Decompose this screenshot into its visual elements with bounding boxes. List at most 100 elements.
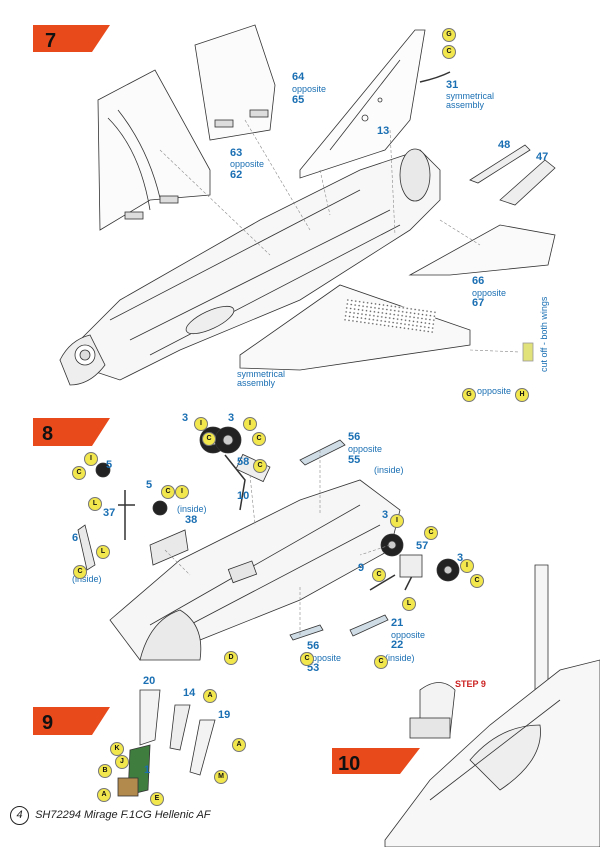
step-9-flag-shape [33,707,110,735]
callout-56a: 56 [348,431,361,443]
callout-37: 37 [103,507,116,519]
callout-3d: 3 [457,552,464,564]
badge-a-27: A [232,738,246,752]
door-56-top [299,439,346,466]
badge-i-11: I [175,485,189,499]
callout-assembly: assembly [237,378,276,388]
main-gear-bay-right [399,554,423,578]
badge-e-31: E [150,792,164,806]
callout-symmetrical: symmetrical [237,369,286,379]
badge-a-26: A [203,689,217,703]
panel-insert [124,211,144,220]
callout-1: 1 [144,764,151,776]
callout-64: 64 [292,71,305,83]
step-9-flag: 9 [33,707,110,735]
step-9-assembly [117,689,216,797]
callout-66: 66 [472,275,485,287]
badge-c-22: C [372,568,386,582]
part-47 [499,159,556,206]
callout-3c: 3 [382,509,389,521]
callout-31-assembly: assembly [446,100,485,110]
fin-10 [534,564,549,691]
step-9-reference-label: STEP 9 [455,679,486,689]
step-9-number: 9 [42,712,53,734]
callout-21: 21 [391,617,404,629]
fuselage [59,149,441,381]
step-8-flag-shape [33,418,110,446]
badge-c-8: C [72,466,86,480]
cut-marker [522,342,534,362]
part-31 [419,71,451,83]
step-7-flag-shape [33,25,110,52]
callout-47: 47 [536,151,549,163]
seat-back-20 [139,689,161,746]
cockpit-10 [469,724,541,791]
badge-c-13: C [73,565,87,579]
callout-inside-4: (inside) [385,653,415,663]
step-10-flag-shape [332,748,420,774]
badge-m-32: M [214,770,228,784]
step-8-assembly [77,426,460,661]
callout-31: 31 [446,79,459,91]
badge-c-14: C [253,459,267,473]
callout-55: 55 [348,454,361,466]
seat-base [117,777,139,797]
badge-a-30: A [97,788,111,802]
badge-l-12: L [88,497,102,511]
badge-j-33: J [115,755,129,769]
callout-56b-opposite: opposite [307,653,342,663]
step-10-assembly [384,564,600,847]
callout-9: 9 [358,562,365,574]
callout-66-opposite: opposite [472,288,507,298]
intake-8 [139,609,202,661]
nose-wheel [95,462,111,478]
callout-cut-off: cut off - both wings [539,296,549,372]
callout-63: 63 [230,147,243,159]
callout-53: 53 [307,662,320,674]
badge-h-3: H [515,388,529,402]
callout-22: 22 [391,639,404,651]
callout-14: 14 [183,687,196,699]
callout-65: 65 [292,94,305,106]
callout-67: 67 [472,297,485,309]
badge-d-17: D [224,651,238,665]
callout-56a-opposite: opposite [348,444,383,454]
callout-5a: 5 [106,459,113,471]
callout-56b: 56 [307,640,320,652]
badge-g-2: G [462,388,476,402]
door-38 [149,529,189,566]
badge-c-25: C [300,652,314,666]
badge-i-20: I [460,559,474,573]
step-7-guide-lines [159,119,521,353]
callout-31-symmetrical: symmetrical [446,91,495,101]
callout-10: 10 [237,490,250,502]
badge-g-0: G [442,28,456,42]
badge-c-7: C [252,432,266,446]
part-48 [469,144,531,184]
callout-57: 57 [416,540,429,552]
engine-nozzle [399,148,431,202]
footer-title: SH72294 Mirage F.1CG Hellenic AF [35,809,211,821]
seat-part-19 [189,719,216,776]
badge-k-28: K [110,742,124,756]
badge-b-29: B [98,764,112,778]
seat-part-14 [169,704,191,751]
callout-3a: 3 [182,412,189,424]
door-21 [349,614,389,637]
tailplane [408,224,556,276]
callout-58: 58 [237,456,250,468]
badge-l-15: L [96,545,110,559]
callout-63-opposite: opposite [230,159,265,169]
badge-i-9: I [84,452,98,466]
callout-6: 6 [72,532,79,544]
page-footer: 4 SH72294 Mirage F.1CG Hellenic AF [10,806,211,825]
callout-62: 62 [230,169,243,181]
badge-c-10: C [161,485,175,499]
step-8-guide-lines [164,450,391,635]
door-56-bottom [289,624,324,641]
badge-c-21: C [470,574,484,588]
step-10-number: 10 [338,753,360,775]
door-6 [77,524,96,571]
step-8-flag: 8 [33,418,110,446]
